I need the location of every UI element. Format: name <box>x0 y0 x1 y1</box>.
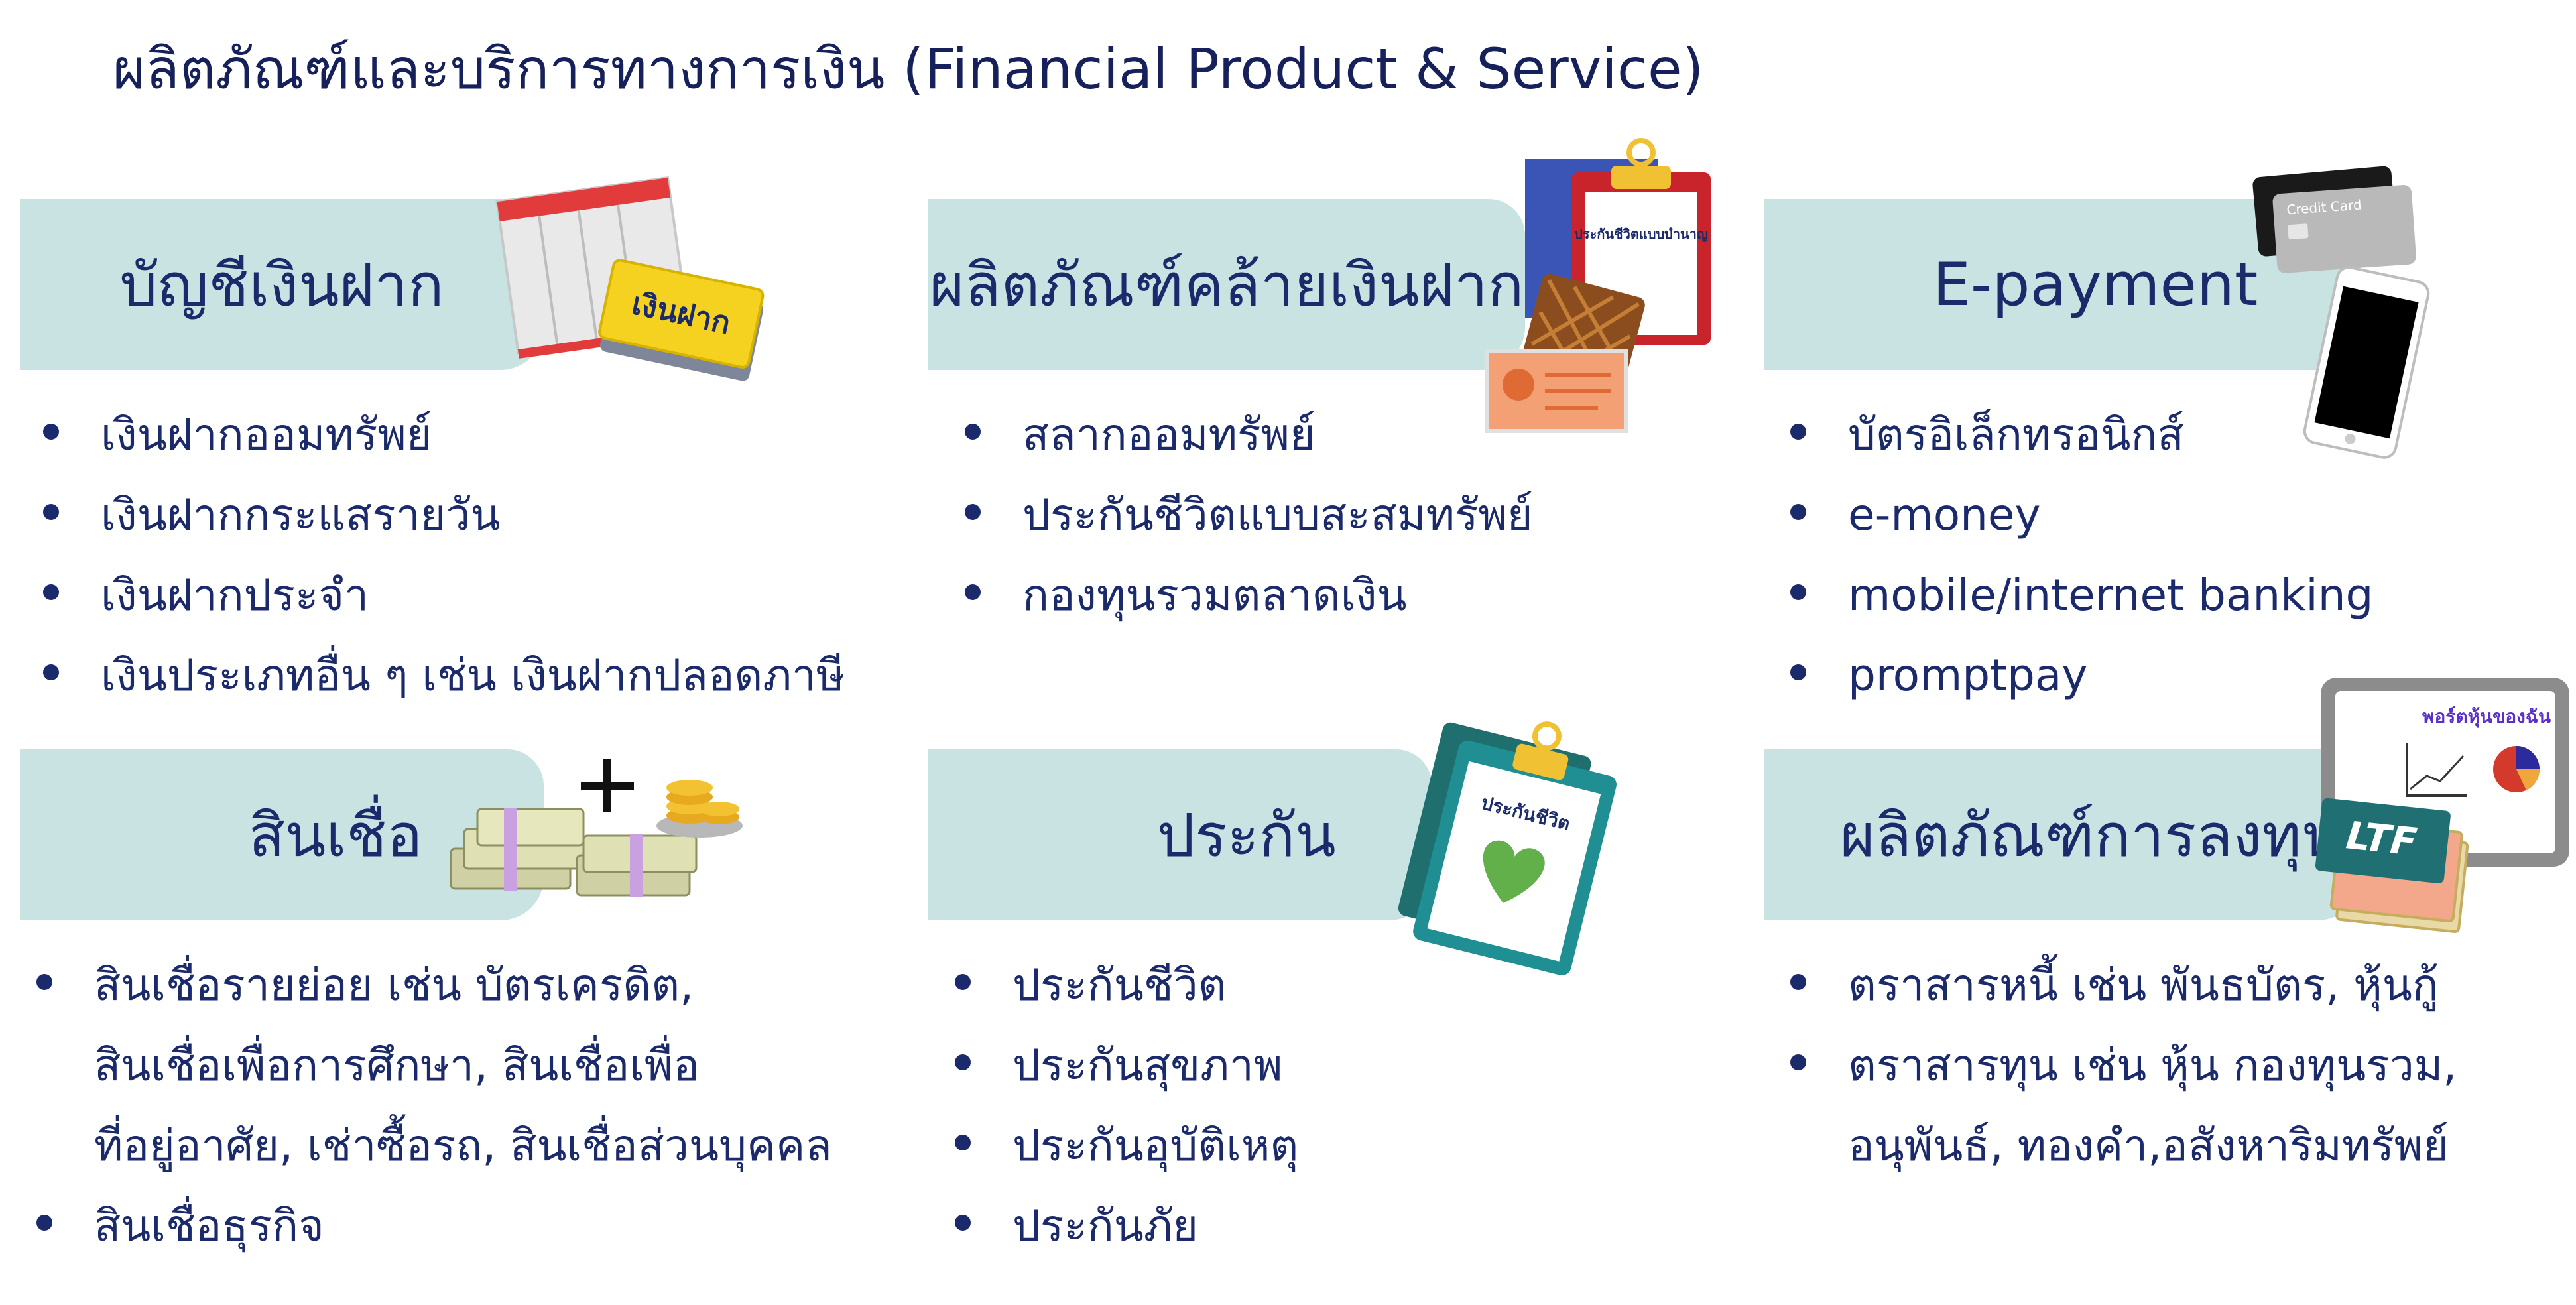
clipboard-pension-label: ประกันชีวิตแบบบำนาญ <box>1574 226 1708 242</box>
insurance-list: ประกันชีวิต ประกันสุขภาพ ประกันอุบัติเหต… <box>951 945 1298 1266</box>
epayment-heading: E-payment <box>1933 249 2258 320</box>
insurance-heading: ประกัน <box>1157 800 1336 871</box>
list-item: เงินฝากประจำ <box>40 555 845 635</box>
clipboard-pension-icon: ประกันชีวิตแบบบำนาญ <box>1485 138 1711 433</box>
credit-banner: สินเชื่อ <box>20 749 544 920</box>
deposit-like-heading: ผลิตภัณฑ์คล้ายเงินฝาก <box>929 250 1524 320</box>
insurance-banner: ประกัน <box>928 749 1432 920</box>
deposit-book-icon: เงินฝาก <box>495 176 765 381</box>
list-item: บัตรอิเล็กทรอนิกส์ <box>1787 395 2373 475</box>
list-item: e-money <box>1787 475 2373 555</box>
list-item: ประกันชีวิตแบบสะสมทรัพย์ <box>961 475 1533 555</box>
ltf-badge: LTF <box>2344 812 2419 865</box>
plus-icon <box>581 759 634 812</box>
coins-icon <box>656 780 743 838</box>
list-item: เงินฝากกระแสรายวัน <box>40 475 845 555</box>
list-item: สินเชื่อธุรกิจ <box>33 1186 832 1266</box>
clipboard-life-insurance-icon: ประกันชีวิต <box>1398 721 1617 975</box>
deposit-like-banner: ผลิตภัณฑ์คล้ายเงินฝาก <box>928 199 1525 370</box>
portfolio-monitor-icon: พอร์ตหุ้นของฉัน LTF <box>2315 678 2569 934</box>
list-item: เงินฝากออมทรัพย์ <box>40 395 845 475</box>
list-item-continuation: ที่อยู่อาศัย, เช่าซื้อรถ, สินเชื่อส่วนบุ… <box>94 1120 832 1171</box>
deposit-list: เงินฝากออมทรัพย์ เงินฝากกระแสรายวัน เงิน… <box>40 395 845 715</box>
cards-phone-icon: Credit Card <box>2252 166 2430 459</box>
list-item: ประกันอุบัติเหตุ <box>951 1105 1298 1186</box>
credit-heading: สินเชื่อ <box>249 800 423 871</box>
page-title: ผลิตภัณฑ์และบริการทางการเงิน (Financial … <box>113 36 1704 101</box>
deposit-heading: บัญชีเงินฝาก <box>119 250 444 320</box>
list-item: mobile/internet banking <box>1787 555 2373 635</box>
epayment-list: บัตรอิเล็กทรอนิกส์ e-money mobile/intern… <box>1787 395 2373 715</box>
list-item: ประกันชีวิต <box>951 945 1298 1025</box>
list-item: สินเชื่อรายย่อย เช่น บัตรเครดิต, <box>33 945 832 1025</box>
investment-banner: ผลิตภัณฑ์การลงทุน <box>1764 749 2361 920</box>
list-item-continuation: สินเชื่อเพื่อการศึกษา, สินเชื่อเพื่อ <box>94 1040 700 1091</box>
deposit-banner: บัญชีเงินฝาก <box>20 199 544 370</box>
list-item: สลากออมทรัพย์ <box>961 395 1533 475</box>
list-item: ตราสารหนี้ เช่น พันธบัตร, หุ้นกู้ <box>1787 945 2457 1025</box>
heart-icon <box>1483 840 1545 903</box>
list-item: promptpay <box>1787 635 2373 715</box>
investment-list: ตราสารหนี้ เช่น พันธบัตร, หุ้นกู้ ตราสาร… <box>1787 945 2457 1186</box>
list-item: กองทุนรวมตลาดเงิน <box>961 555 1533 635</box>
money-coins-icon <box>450 759 743 897</box>
deposit-like-list: สลากออมทรัพย์ ประกันชีวิตแบบสะสมทรัพย์ ก… <box>961 395 1533 635</box>
list-item: ประกันสุขภาพ <box>951 1025 1298 1105</box>
list-item: เงินประเภทอื่น ๆ เช่น เงินฝากปลอดภาษี <box>40 635 845 715</box>
list-item: ประกันภัย <box>951 1186 1298 1266</box>
list-item: ตราสารทุน เช่น หุ้น กองทุนรวม, <box>1787 1025 2457 1105</box>
portfolio-label: พอร์ตหุ้นของฉัน <box>2422 706 2551 728</box>
credit-list: สินเชื่อรายย่อย เช่น บัตรเครดิต, สินเชื่… <box>33 945 832 1266</box>
investment-heading: ผลิตภัณฑ์การลงทุน <box>1840 800 2343 871</box>
list-item-continuation: อนุพันธ์, ทองคำ,อสังหาริมทรัพย์ <box>1848 1120 2449 1171</box>
